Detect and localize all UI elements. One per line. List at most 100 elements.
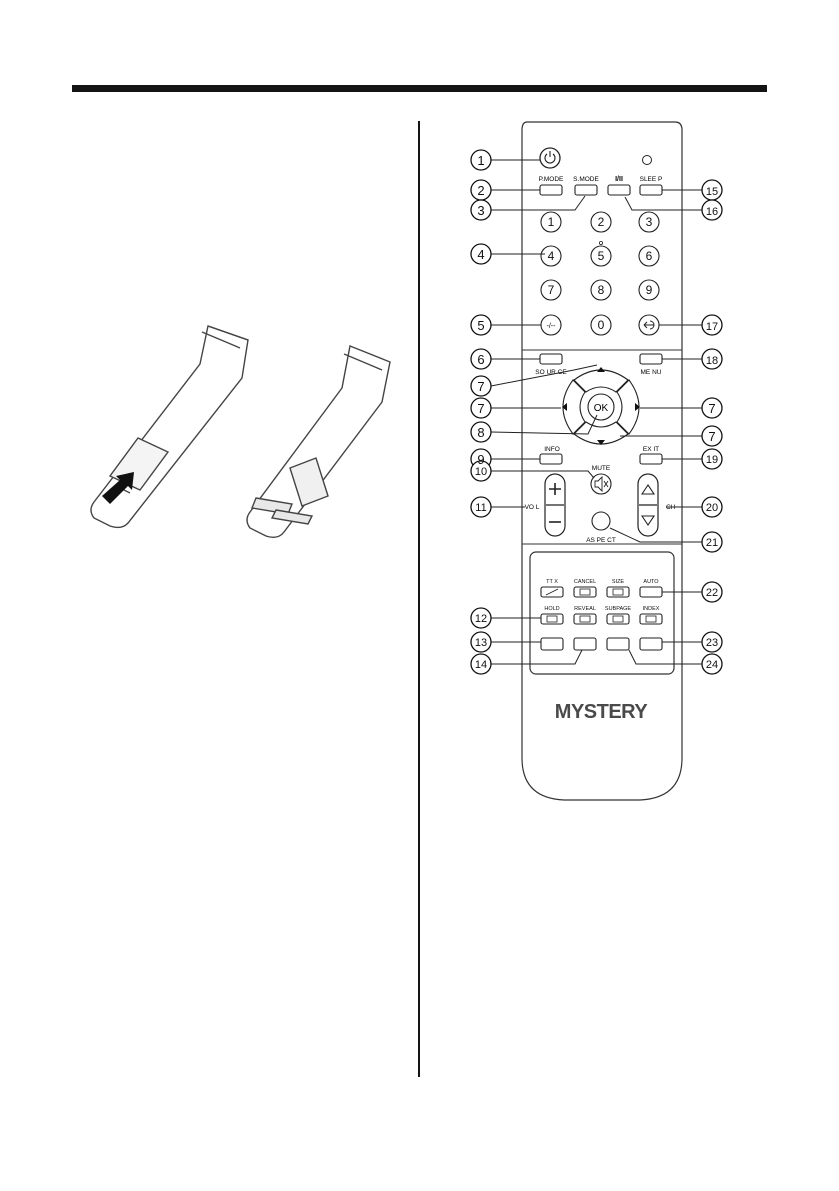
callout-1-label: 1: [477, 153, 484, 168]
callout-18: [701, 348, 723, 370]
up-button[interactable]: [573, 369, 629, 393]
callout-4-label: 4: [477, 247, 484, 262]
index-button[interactable]: [639, 613, 663, 625]
mute-label: MUTE: [592, 465, 611, 472]
size-button[interactable]: [606, 586, 630, 598]
callout-4: [470, 243, 492, 265]
smode-button[interactable]: [574, 184, 598, 196]
blue-button[interactable]: [639, 637, 663, 651]
digit-2-button[interactable]: [590, 211, 612, 233]
dual-label: I/II: [615, 176, 623, 183]
source-button[interactable]: [539, 353, 563, 365]
subpage-icon: [612, 615, 624, 623]
yellow-button[interactable]: [606, 637, 630, 651]
callout-17: [701, 314, 723, 336]
callout-12: [470, 607, 492, 629]
callout-7-right-label: 7: [708, 401, 715, 416]
aspect-label: AS PE CT: [586, 537, 616, 544]
digit-3-label: 3: [646, 215, 653, 229]
power-button[interactable]: [539, 147, 561, 169]
digit-8-button[interactable]: [590, 279, 612, 301]
digit-9-button[interactable]: [638, 279, 660, 301]
column-divider: [418, 121, 420, 1077]
pmode-button[interactable]: [539, 184, 563, 196]
digit-3-button[interactable]: [638, 211, 660, 233]
cancel-icon: [579, 588, 591, 596]
exit-button[interactable]: [639, 453, 663, 465]
callout-14-label: 14: [475, 659, 487, 671]
info-label: INFO: [544, 446, 560, 453]
callout-6: [470, 348, 492, 370]
callout-19-label: 19: [706, 454, 718, 466]
digit-9-label: 9: [646, 283, 653, 297]
left-arrow-icon: [562, 403, 567, 411]
digit-5-tactile-dot: [598, 241, 603, 246]
callout-12-label: 12: [475, 613, 487, 625]
size-label: SIZE: [612, 579, 625, 585]
info-button[interactable]: [539, 453, 563, 465]
callout-8-label: 8: [477, 425, 484, 440]
auto-button[interactable]: [639, 586, 663, 598]
red-button[interactable]: [540, 637, 564, 651]
digit-5-button[interactable]: [590, 245, 612, 267]
subpage-button[interactable]: [606, 613, 630, 625]
left-button[interactable]: [562, 379, 586, 435]
menu-label: ME NU: [641, 369, 662, 376]
dual-button[interactable]: [607, 184, 631, 196]
digit-0-button[interactable]: [590, 314, 612, 336]
callout-7-left-label: 7: [477, 401, 484, 416]
callout-17-label: 17: [706, 321, 718, 333]
menu-button[interactable]: [639, 353, 663, 365]
callout-8: [470, 421, 492, 443]
callout-7-up: [470, 375, 492, 397]
ttx-icon: [545, 588, 559, 596]
smode-label: S.MODE: [573, 176, 599, 183]
sleep-button[interactable]: [639, 184, 663, 196]
callout-13: [470, 631, 492, 653]
callout-16: [701, 199, 723, 221]
callout-21: [701, 531, 723, 553]
subpage-label: SUBPAGE: [605, 606, 632, 612]
digit-8-label: 8: [598, 283, 605, 297]
digit-6-button[interactable]: [638, 245, 660, 267]
right-button[interactable]: [616, 379, 640, 435]
callout-1: [470, 149, 492, 171]
remote-diagram: P.MODE S.MODE I/II SLEE P 1 2 3 4 5 6 7 …: [470, 121, 723, 801]
callout-13-label: 13: [475, 637, 487, 649]
hold-button[interactable]: [540, 613, 564, 625]
ttx-label: TT X: [546, 579, 558, 585]
callout-24: [701, 653, 723, 675]
callout-16-label: 16: [706, 206, 718, 218]
mute-button[interactable]: [590, 473, 612, 495]
aspect-button[interactable]: [591, 511, 611, 531]
digit-4-button[interactable]: [540, 245, 562, 267]
reveal-button[interactable]: [573, 613, 597, 625]
callout-18-label: 18: [706, 355, 718, 367]
callout-20-label: 20: [706, 502, 718, 514]
callout-2-label: 2: [477, 183, 484, 198]
hold-label: HOLD: [544, 606, 559, 612]
pmode-label: P.MODE: [539, 176, 564, 183]
digit-5-label: 5: [598, 249, 605, 263]
ok-button[interactable]: [587, 393, 615, 421]
callout-21-label: 21: [706, 537, 718, 549]
digit-6-label: 6: [646, 249, 653, 263]
teletext-panel: [529, 551, 675, 675]
return-icon: [643, 320, 655, 330]
mute-icon: [594, 475, 609, 493]
callout-3: [470, 199, 492, 221]
callout-14: [470, 653, 492, 675]
index-icon: [645, 615, 657, 623]
callout-22-label: 22: [706, 587, 718, 599]
callout-7-right: [701, 397, 723, 419]
navigation-pad: [562, 369, 640, 445]
digit-7-button[interactable]: [540, 279, 562, 301]
header-rule: [72, 85, 767, 92]
digit-1-button[interactable]: [540, 211, 562, 233]
green-button[interactable]: [573, 637, 597, 651]
callout-11: [470, 496, 492, 518]
reveal-icon: [579, 615, 591, 623]
battery-illustration: [90, 325, 391, 539]
cancel-button[interactable]: [573, 586, 597, 598]
callout-20: [701, 496, 723, 518]
